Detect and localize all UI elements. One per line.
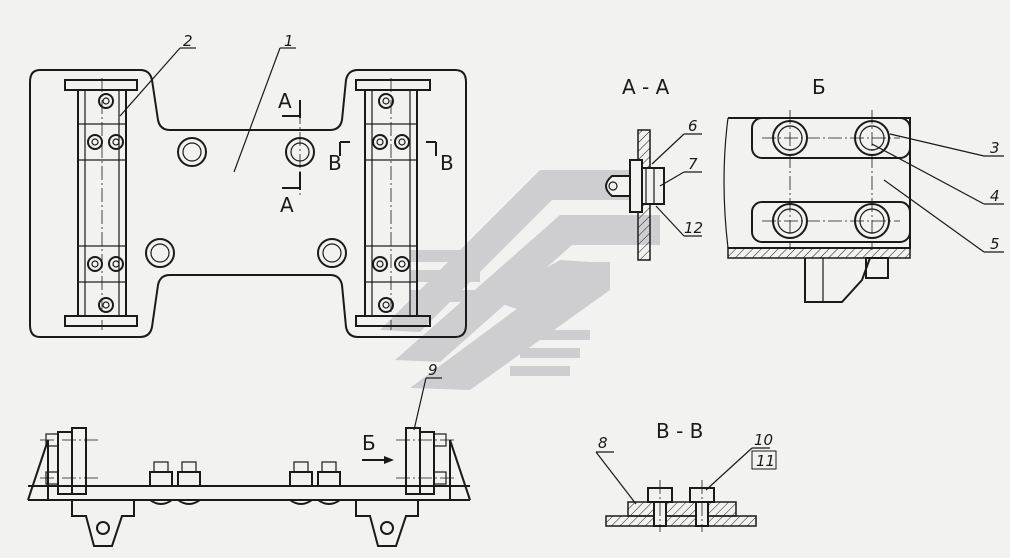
cut-a-top-label: А: [278, 89, 292, 113]
side-view: [27, 427, 471, 547]
section-aa-detail: [605, 129, 665, 261]
leaders-top: [119, 47, 296, 173]
left-bracket-assembly: [64, 78, 138, 330]
cut-v-left-label: В: [328, 151, 342, 175]
section-aa-title: А - А: [622, 75, 670, 99]
right-bracket-assembly: [355, 78, 431, 330]
callout-11: 11: [756, 452, 775, 470]
view-b-title: Б: [812, 75, 826, 99]
cut-v-right-label: В: [440, 151, 454, 175]
plate-top-view: [29, 69, 467, 338]
leaders-b: [871, 133, 1004, 253]
leaders-aa: [651, 133, 702, 237]
callout-8: 8: [598, 434, 608, 452]
view-b-arrow-label: Б: [362, 431, 376, 455]
callout-9: 9: [428, 361, 438, 379]
section-vv-detail: [605, 480, 757, 532]
watermark-logo: [380, 170, 660, 390]
callout-3: 3: [990, 139, 1000, 157]
view-b-detail: [723, 110, 911, 303]
callout-1: 1: [284, 32, 294, 50]
callout-12: 12: [684, 219, 703, 237]
leaders-vv: [595, 447, 770, 505]
callout-7: 7: [688, 155, 698, 173]
cut-a-bottom-label: А: [280, 193, 294, 217]
callout-11-box: [751, 450, 777, 470]
section-cut-marks: [282, 100, 437, 190]
callout-5: 5: [990, 235, 1000, 253]
callout-6: 6: [688, 117, 698, 135]
callout-2: 2: [183, 32, 193, 50]
leaders-side: [413, 377, 442, 431]
callout-10: 10: [754, 431, 773, 449]
callout-4: 4: [990, 187, 1000, 205]
section-vv-title: В - В: [656, 419, 703, 443]
